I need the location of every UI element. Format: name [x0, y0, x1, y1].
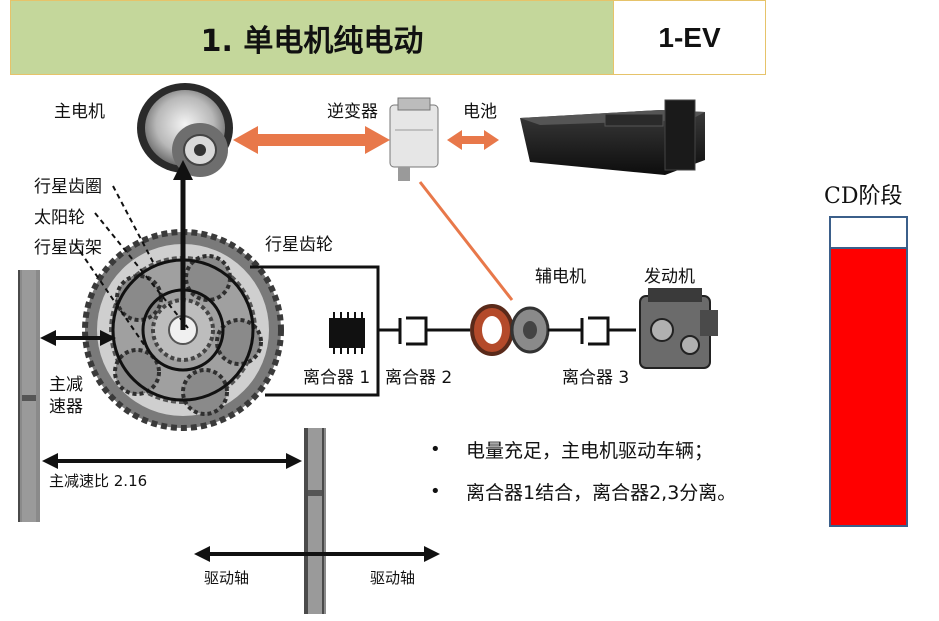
- clutch-2-label: 离合器 2: [385, 368, 453, 388]
- engine-label: 发动机: [644, 267, 695, 287]
- drive-shaft-right-label: 驱动轴: [370, 569, 416, 587]
- final-drive-gear-right: [304, 428, 326, 614]
- inverter-aux-motor-line: [418, 181, 514, 301]
- aux-motor-image: [470, 304, 550, 356]
- power-arrow-motor-inverter: [233, 126, 390, 154]
- clutch-1-icon: [329, 312, 365, 354]
- clutch-3-label: 离合器 3: [562, 368, 630, 388]
- battery-image: [520, 99, 705, 175]
- torque-arrow-to-final-drive: [40, 330, 116, 346]
- clutch-1-label: 离合器 1: [303, 368, 371, 388]
- final-drive-ratio-label: 主减速比 2.16: [49, 472, 148, 490]
- slide-title: 1. 单电机纯电动: [10, 0, 614, 75]
- bullet-icon: •: [430, 438, 441, 460]
- power-arrow-inverter-battery: [447, 130, 499, 150]
- cd-stage-fill: [831, 246, 906, 525]
- bullet-icon: •: [430, 480, 441, 502]
- cd-stage-label: CD阶段: [824, 184, 903, 209]
- planetary-gear-label: 行星齿轮: [265, 235, 333, 255]
- ring-gear-label: 行星齿圈: [34, 177, 102, 197]
- sun-gear-label: 太阳轮: [34, 208, 85, 228]
- inverter-label: 逆变器: [327, 102, 378, 122]
- final-drive-label: 主减 速器: [49, 375, 83, 417]
- carrier-label: 行星齿架: [34, 238, 102, 258]
- drive-shaft-left-label: 驱动轴: [204, 569, 250, 587]
- bullet-text: 电量充足，主电机驱动车辆；: [466, 439, 714, 462]
- final-drive-ratio-arrow: [42, 453, 302, 469]
- engine-image: [639, 288, 718, 369]
- torque-arrow-motor-to-sun: [173, 160, 193, 330]
- final-drive-gear-left: [18, 270, 40, 522]
- main-motor-image: [137, 83, 233, 177]
- clutch-2-icon: [378, 316, 470, 346]
- battery-label: 电池: [463, 102, 497, 122]
- list-item: • 电量充足，主电机驱动车辆；: [430, 428, 736, 470]
- drive-shaft-arrow: [194, 546, 440, 562]
- inverter-image: [389, 97, 439, 181]
- cd-stage-gauge: [829, 216, 908, 527]
- list-item: • 离合器1结合，离合器2,3分离。: [430, 470, 736, 512]
- clutch-3-icon: [548, 316, 636, 346]
- bullet-text: 离合器1结合，离合器2,3分离。: [466, 481, 737, 504]
- main-motor-label: 主电机: [54, 102, 105, 122]
- mode-label: 1-EV: [614, 0, 766, 75]
- callout-lines: [74, 185, 189, 347]
- description-list: • 电量充足，主电机驱动车辆； • 离合器1结合，离合器2,3分离。: [430, 428, 736, 512]
- aux-motor-label: 辅电机: [535, 267, 586, 287]
